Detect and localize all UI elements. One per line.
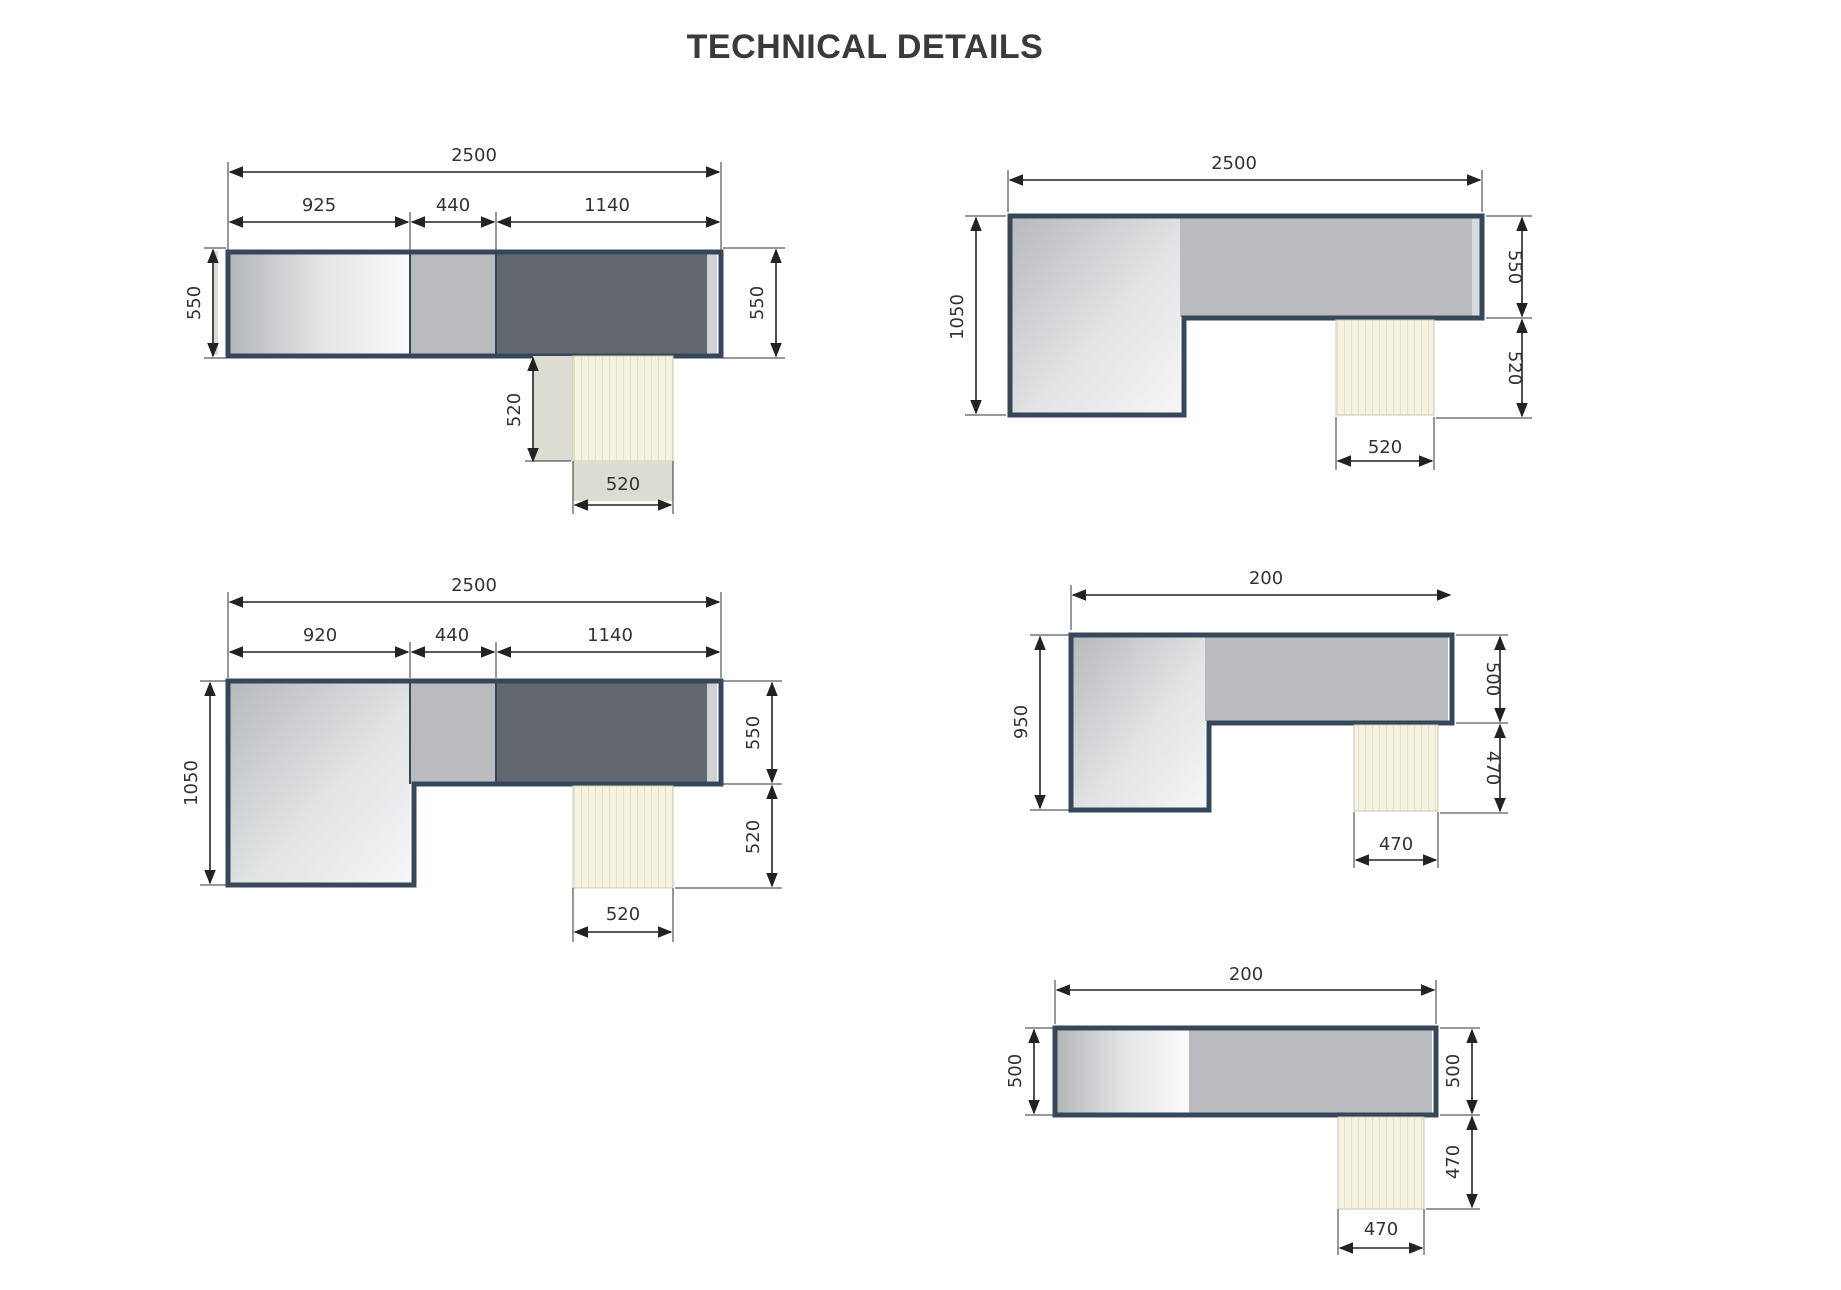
desk-d-return-width: 470	[1379, 834, 1413, 855]
desk-a-left-depth: 550	[184, 286, 205, 320]
desk-c-glass-panel	[230, 683, 410, 883]
desk-e-left-depth: 500	[1005, 1054, 1026, 1088]
desk-a-return-width: 520	[606, 474, 640, 495]
desk-a-segment-2-width: 440	[436, 195, 470, 216]
desk-a-return-panel	[572, 355, 674, 462]
desk-a-segment-3-width: 1140	[584, 195, 630, 216]
desk-d-total-width: 200	[1249, 568, 1283, 589]
desk-a-drawing: 2500 925 440 1140 550 550 520 520	[184, 145, 785, 514]
desk-b-left-depth: 1050	[947, 294, 968, 340]
desk-e-mid-panel	[1189, 1030, 1432, 1113]
desk-b-mid-panel	[1180, 218, 1472, 317]
desk-b-glass-panel	[1012, 218, 1180, 414]
desk-c-outline	[225, 678, 724, 888]
desk-c-right-depth: 550	[743, 716, 764, 750]
desk-a-segment-1-width: 925	[302, 195, 336, 216]
desk-a-return-depth: 520	[504, 393, 525, 427]
desk-b-drawing: 2500 1050 550 520 520	[947, 153, 1532, 470]
desk-c-mid-panel	[410, 683, 496, 782]
desk-a-glass-panel	[230, 254, 410, 354]
desk-a-return-side	[533, 356, 573, 461]
desk-d-drawing: 200 950 500 470 470	[1011, 568, 1508, 868]
desk-c-left-depth: 1050	[181, 760, 202, 806]
desk-c-return-depth: 520	[743, 820, 764, 854]
desk-b-outline	[1007, 213, 1485, 418]
desk-d-right-depth: 500	[1482, 662, 1503, 696]
desk-c-segment-2-width: 440	[435, 625, 469, 646]
page-title: TECHNICAL DETAILS	[686, 28, 1044, 66]
desk-b-return-width: 520	[1368, 437, 1402, 458]
desk-e-total-width: 200	[1229, 964, 1263, 985]
desk-c-return-panel	[572, 785, 674, 889]
desk-d-return-depth: 470	[1482, 751, 1503, 785]
desk-e-return-width: 470	[1364, 1219, 1398, 1240]
desk-a-return-foot	[573, 461, 673, 501]
desk-b-return-depth: 520	[1504, 351, 1525, 385]
desk-e-return-depth: 470	[1443, 1145, 1464, 1179]
desk-c-dark-panel	[496, 683, 707, 782]
desk-c-drawing: 2500 920 440 1140 1050 550 520 520	[181, 575, 782, 942]
desk-e-outline	[1052, 1025, 1439, 1118]
desk-d-glass-panel	[1073, 637, 1205, 809]
desk-c-return-width: 520	[606, 904, 640, 925]
desk-a-mid-panel	[410, 254, 496, 354]
desk-b-right-depth: 550	[1504, 250, 1525, 284]
desk-d-left-depth: 950	[1011, 705, 1032, 739]
desk-e-right-depth: 500	[1443, 1054, 1464, 1088]
desk-a-dark-panel	[496, 254, 707, 354]
desk-e-drawing: 200 500 500 470 470	[1005, 964, 1480, 1255]
desk-b-total-width: 2500	[1211, 153, 1257, 174]
desk-d-outline	[1068, 632, 1455, 813]
desk-e-return-panel	[1337, 1116, 1425, 1210]
desk-b-return-panel	[1335, 319, 1435, 416]
desk-d-mid-panel	[1205, 637, 1448, 721]
desk-a-total-width: 2500	[451, 145, 497, 166]
desk-e-glass-panel	[1057, 1030, 1189, 1113]
desk-a-outline	[225, 249, 724, 359]
desk-c-segment-1-width: 920	[303, 625, 337, 646]
desk-a-right-depth: 550	[747, 286, 768, 320]
desk-d-return-panel	[1353, 724, 1439, 812]
desk-c-total-width: 2500	[451, 575, 497, 596]
desk-c-segment-3-width: 1140	[587, 625, 633, 646]
